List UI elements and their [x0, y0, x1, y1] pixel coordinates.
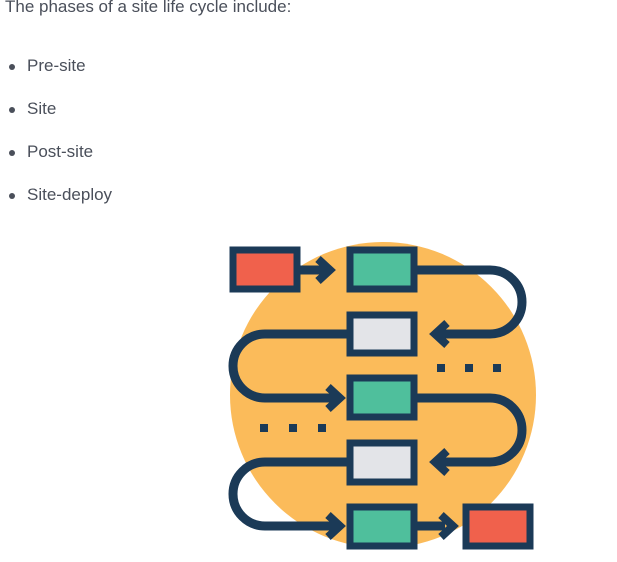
list-item: Post-site — [0, 140, 112, 183]
intro-text: The phases of a site life cycle include: — [5, 0, 292, 16]
list-item: Pre-site — [0, 54, 112, 97]
phase-label: Pre-site — [27, 56, 86, 75]
bullet-icon — [9, 150, 15, 156]
bullet-icon — [9, 64, 15, 70]
list-item: Site-deploy — [0, 183, 112, 226]
bullet-icon — [9, 107, 15, 113]
phase-list: Pre-site Site Post-site Site-deploy — [0, 54, 112, 226]
phase-label: Site — [27, 99, 57, 118]
phase-label: Site-deploy — [27, 185, 113, 204]
phase-label: Post-site — [27, 142, 94, 161]
bullet-icon — [9, 193, 15, 199]
list-item: Site — [0, 97, 112, 140]
